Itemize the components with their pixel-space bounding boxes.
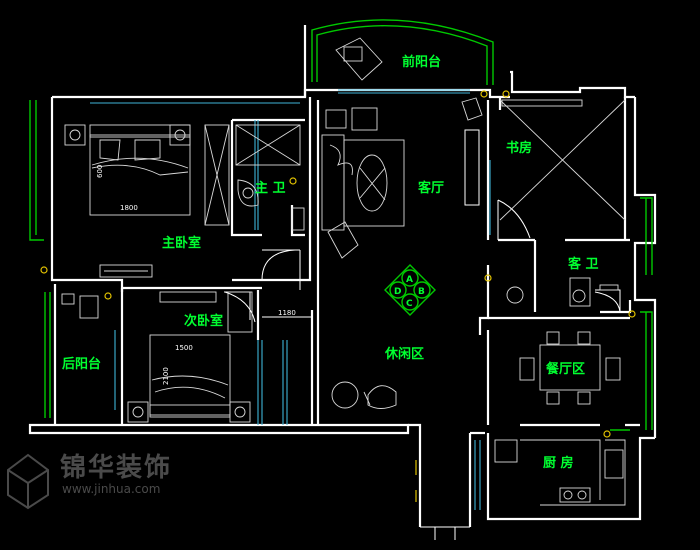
living-furniture xyxy=(321,97,483,259)
compass-symbol: A B C D xyxy=(384,264,436,316)
sliding-doors xyxy=(90,89,491,510)
second-bed-length-dim: 2100 xyxy=(162,367,170,385)
second-bed: 1500 2100 xyxy=(127,334,251,423)
watermark-logo-icon xyxy=(7,453,49,510)
label-study: 书房 xyxy=(506,140,532,156)
second-bed-width-dim: 1500 xyxy=(175,344,193,352)
room-labels: 前阳台 书房 主 卫 客厅 主卧室 客 卫 次卧室 后阳台 休闲区 餐厅区 厨 … xyxy=(62,54,599,471)
balcony-rails xyxy=(29,19,653,431)
label-front-balcony: 前阳台 xyxy=(402,54,441,70)
compass-c: C xyxy=(406,299,413,309)
label-master-bedroom: 主卧室 xyxy=(162,235,201,251)
entrance-door xyxy=(420,526,470,540)
back-balcony-appliance xyxy=(61,293,99,319)
master-bed-length-dim: 600 xyxy=(96,165,104,178)
watermark-name: 锦华装饰 xyxy=(60,452,172,483)
watermark-url: www.jinhua.com xyxy=(62,482,160,496)
label-master-bath: 主 卫 xyxy=(255,180,286,196)
leisure-chairs xyxy=(331,381,397,409)
dining-table xyxy=(519,331,621,405)
kitchen-counter xyxy=(415,439,626,506)
master-bed: 1800 600 xyxy=(64,124,191,216)
master-bed-width-dim: 1800 xyxy=(120,204,138,212)
watermark: 锦华装饰 www.jinhua.com xyxy=(7,452,172,510)
compass-a: A xyxy=(406,275,413,285)
wardrobe-second xyxy=(227,291,253,333)
master-bath-fixtures xyxy=(235,124,305,231)
label-leisure-area: 休闲区 xyxy=(384,346,424,362)
label-kitchen: 厨 房 xyxy=(543,455,574,471)
balcony-chair xyxy=(335,37,383,81)
compass-d: D xyxy=(394,287,401,297)
closet-dim: 1180 xyxy=(262,309,312,318)
label-back-balcony: 后阳台 xyxy=(62,356,101,372)
wardrobe-master xyxy=(204,124,230,226)
tv-cabinet-master xyxy=(99,264,153,278)
label-dining-area: 餐厅区 xyxy=(545,361,585,377)
label-living-room: 客厅 xyxy=(418,180,444,196)
guest-bath-fixtures xyxy=(506,277,619,307)
closet-width-dim: 1180 xyxy=(278,309,296,317)
column-markers xyxy=(40,90,636,438)
label-second-bedroom: 次卧室 xyxy=(184,313,223,329)
label-guest-bath: 客 卫 xyxy=(568,256,599,272)
compass-b: B xyxy=(418,287,425,297)
study-cross xyxy=(499,99,626,221)
walls xyxy=(28,25,657,527)
tv-cabinet-second xyxy=(159,291,217,303)
